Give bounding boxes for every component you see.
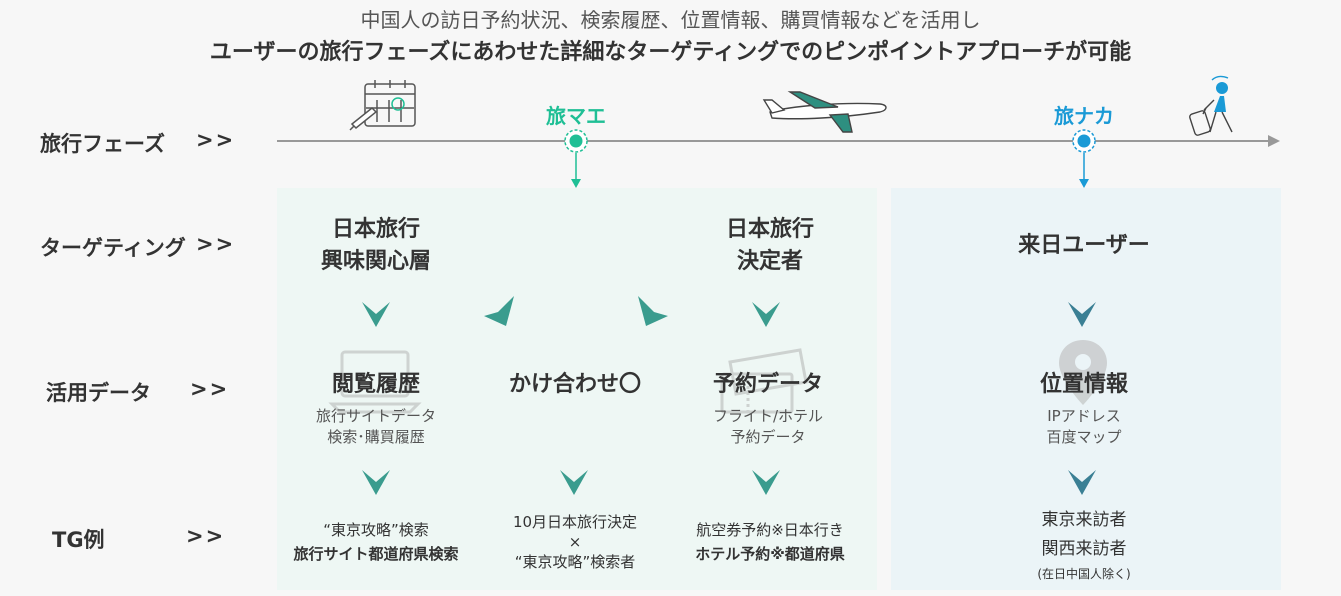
row-arrows-targeting: >> [196, 232, 236, 256]
chevron-down-icon [560, 470, 588, 495]
tg-location-line-3: (在日中国人除く) [1037, 567, 1131, 581]
row-label-targeting: ターゲティング [40, 236, 186, 260]
chevron-down-icon [1068, 470, 1096, 495]
before-phase-dot [564, 129, 588, 188]
row-arrows-data: >> [190, 377, 230, 401]
data-combination-title: かけ合わせ〇 [508, 372, 641, 397]
chevron-down-icon [362, 302, 390, 327]
map-pin-icon [1059, 340, 1107, 405]
data-booking-sub-1: フライト/ホテル [712, 407, 824, 425]
tg-combination-line-2: × [568, 533, 582, 551]
before-travel-panel [277, 188, 877, 590]
tg-combination: 10月日本旅行決定 × “東京攻略”検索者 [475, 512, 675, 572]
targeting-decided: 日本旅行 決定者 [726, 214, 814, 278]
targeting-decided-line-1: 日本旅行 [725, 217, 815, 242]
chevron-diagonal-right-icon [638, 296, 668, 326]
data-location-sub-2: 百度マップ [1046, 428, 1122, 446]
during-phase-dot [1072, 129, 1096, 188]
headline-line-1: 中国人の訪日予約状況、検索履歴、位置情報、購買情報などを活用し [360, 8, 981, 32]
phase-during-label: 旅ナカ [1054, 104, 1114, 128]
data-browsing-sub-2: 検索･購買履歴 [327, 428, 425, 446]
phase-before-label: 旅マエ [546, 104, 606, 128]
tg-browsing: “東京攻略”検索 旅行サイト都道府県検索 [276, 518, 476, 566]
tg-location-line-2: 関西来訪者 [1041, 539, 1127, 559]
targeting-decided-line-2: 決定者 [736, 249, 804, 274]
timeline-arrowhead [1268, 135, 1280, 147]
data-browsing: 閲覧履歴 旅行サイトデータ 検索･購買履歴 [276, 366, 476, 448]
chevron-down-icon [362, 470, 390, 495]
tg-booking: 航空券予約※日本行き ホテル予約※都道府県 [670, 518, 870, 566]
tg-location-line-1: 東京来訪者 [1041, 510, 1127, 530]
tg-booking-line-2: ホテル予約※都道府県 [695, 545, 845, 563]
row-label-data: 活用データ [46, 381, 151, 405]
targeting-interest-line-2: 興味関心層 [320, 249, 432, 274]
chevron-down-icon [752, 302, 780, 327]
laptop-icon [328, 350, 422, 414]
tg-booking-line-1: 航空券予約※日本行き [696, 521, 844, 539]
calendar-checklist-icon [349, 80, 416, 131]
data-booking-title: 予約データ [712, 372, 823, 397]
data-combination: かけ合わせ〇 [475, 366, 675, 398]
row-label-tg-example: TG例 [52, 528, 105, 552]
traveler-with-suitcase-icon [1189, 75, 1233, 136]
tg-combination-line-1: 10月日本旅行決定 [512, 513, 638, 531]
row-arrows-travel-phase: >> [196, 128, 236, 152]
chevron-diagonal-left-icon [484, 296, 514, 326]
data-booking-sub-2: 予約データ [730, 428, 806, 446]
chevron-down-icon [1068, 302, 1096, 327]
data-location-sub-1: IPアドレス [1047, 407, 1121, 425]
data-location-title: 位置情報 [1039, 372, 1128, 397]
chevron-down-icon [752, 470, 780, 495]
data-location: 位置情報 IPアドレス 百度マップ [984, 366, 1184, 448]
targeting-interest: 日本旅行 興味関心層 [321, 214, 431, 278]
tg-location: 東京来訪者 関西来訪者 (在日中国人除く) [984, 506, 1184, 584]
airplane-icon [762, 91, 887, 133]
headline-line-2: ユーザーの旅行フェーズにあわせた詳細なターゲティングでのピンポイントアプローチが… [209, 40, 1132, 65]
data-browsing-title: 閲覧履歴 [331, 372, 420, 397]
tg-combination-line-3: “東京攻略”検索者 [514, 553, 636, 571]
row-label-travel-phase: 旅行フェーズ [40, 132, 165, 156]
ticket-icon [720, 348, 808, 414]
row-arrows-tg-example: >> [186, 524, 226, 548]
tg-browsing-line-2: 旅行サイト都道府県検索 [293, 545, 459, 563]
data-booking: 予約データ フライト/ホテル 予約データ [668, 366, 868, 448]
targeting-interest-line-1: 日本旅行 [331, 217, 421, 242]
tg-browsing-line-1: “東京攻略”検索 [323, 521, 429, 539]
data-browsing-sub-1: 旅行サイトデータ [315, 407, 436, 425]
targeting-visitors: 来日ユーザー [1018, 233, 1150, 258]
